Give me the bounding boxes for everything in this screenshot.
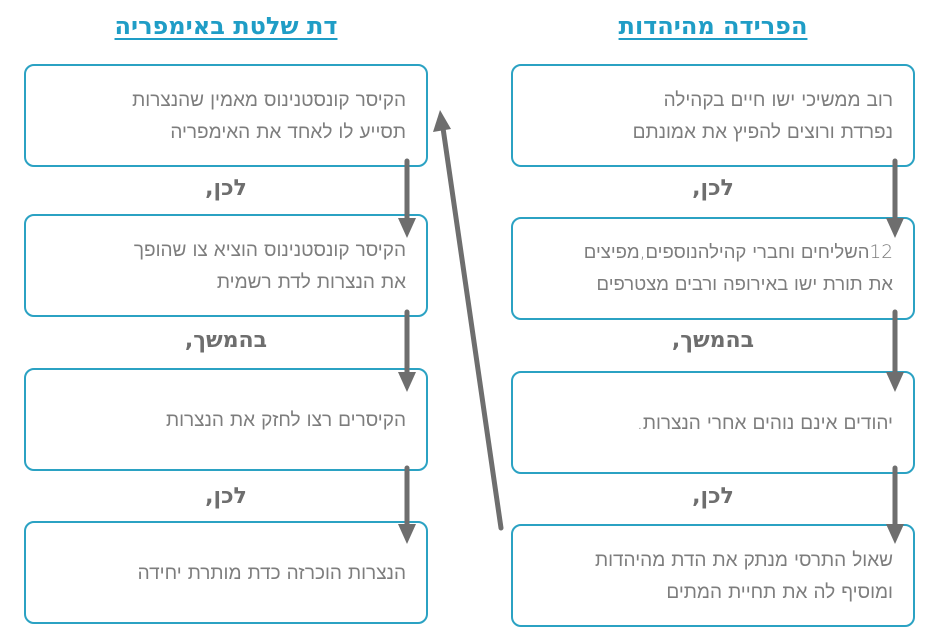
box-text: הקיסרים רצו לחזק את הנצרות [165,408,406,431]
right-connector-1: לכן, [692,176,734,201]
right-box-3: יהודים אינם נוהים אחרי הנצרות. [511,371,915,474]
left-box-3: הקיסרים רצו לחזק את הנצרות [24,368,428,471]
left-connector-1: לכן, [205,176,247,201]
arrow-down-icon [398,465,416,544]
left-connector-3: לכן, [205,484,247,509]
left-box-1: הקיסר קונסטנינוס מאמין שהנצרות תסייע לו … [24,64,428,167]
arrow-down-icon [398,309,416,392]
box-text: הקיסר קונסטנינוס הוציא צו שהופך את הנצרו… [133,238,406,293]
arrow-down-icon [886,465,904,544]
right-box-1: רוב ממשיכי ישו חיים בקהילה נפרדת ורוצים … [511,64,915,167]
arrow-down-icon [886,309,904,392]
box-text: הנצרות הוכרזה כדת מותרת יחידה [137,561,406,584]
box-text: הקיסר קונסטנינוס מאמין שהנצרות תסייע לו … [132,88,406,143]
right-box-4: שאול התרסי מנתק את הדת מהיהדות ומוסיף לה… [511,524,915,627]
left-column-title: דת שלטת באימפריה [114,12,338,40]
box-text: 12השליחים וחברי קהילהנוספים,מפיצים את תו… [583,241,893,295]
left-box-4: הנצרות הוכרזה כדת מותרת יחידה [24,521,428,624]
right-box-2: 12השליחים וחברי קהילהנוספים,מפיצים את תו… [511,217,915,320]
box-text: רוב ממשיכי ישו חיים בקהילה נפרדת ורוצים … [632,88,893,143]
box-text: יהודים אינם נוהים אחרי הנצרות. [636,411,893,434]
diagonal-arrow-icon [433,110,504,531]
arrow-down-icon [886,158,904,238]
right-column-title: הפרידה מהיהדות [618,12,808,40]
right-connector-2: בהמשך, [671,328,755,353]
right-connector-3: לכן, [692,484,734,509]
arrow-down-icon [398,158,416,238]
left-connector-2: בהמשך, [184,328,268,353]
box-text: שאול התרסי מנתק את הדת מהיהדות ומוסיף לה… [594,548,893,603]
left-box-2: הקיסר קונסטנינוס הוציא צו שהופך את הנצרו… [24,214,428,317]
